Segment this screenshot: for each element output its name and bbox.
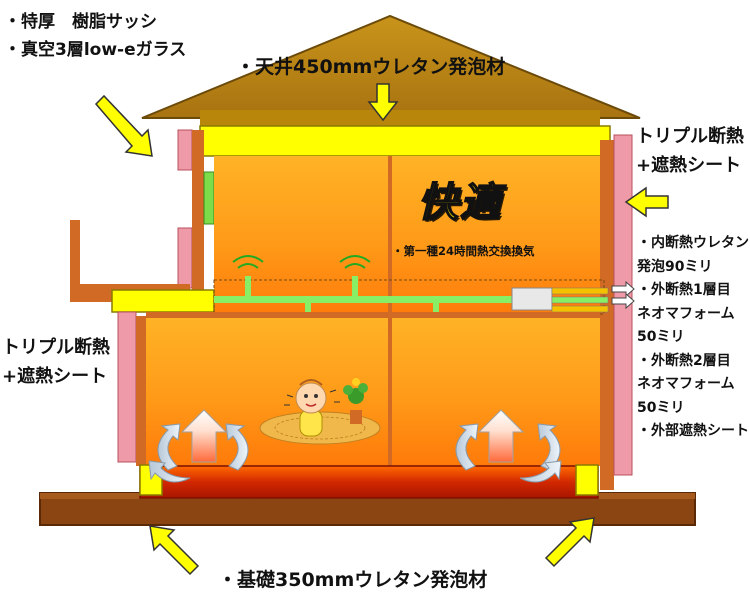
spec-line: ・外部遮熱シート	[637, 423, 749, 439]
wall-spec-list: ・内断熱ウレタン 発泡90ミリ ・外断熱1層目 ネオマフォーム 50ミリ ・外断…	[637, 232, 749, 444]
spec-line: 50ミリ	[637, 399, 685, 416]
right-wall	[600, 134, 633, 490]
balcony	[70, 220, 215, 313]
ventilation-label: ・第一種24時間熱交換換気	[392, 244, 535, 258]
triple-right-line1: トリプル断熱	[636, 126, 744, 147]
foundation-insulation-label: ・基礎350mmウレタン発泡材	[218, 569, 488, 591]
spec-line: ネオマフォーム	[637, 305, 735, 322]
window-spec-line2: ・真空3層low-eガラス	[4, 40, 187, 60]
warm-air-arrows	[148, 409, 562, 483]
triple-left-line1: トリプル断熱	[2, 337, 110, 358]
window-spec-line1: ・特厚 樹脂サッシ	[4, 12, 157, 32]
window-sash	[203, 171, 215, 225]
spec-line: ・外断熱1層目	[637, 282, 731, 298]
roof	[141, 14, 641, 126]
comfort-title: 快適	[417, 179, 502, 227]
ceiling-insulation-label: ・天井450mmウレタン発泡材	[236, 56, 506, 78]
heat-exchanger-unit	[511, 287, 553, 311]
spec-line: ・内断熱ウレタン	[637, 235, 749, 251]
foundation-left-arrow	[149, 525, 200, 576]
ceiling-arrow	[367, 83, 399, 122]
baby-illustration	[259, 378, 381, 445]
spec-line: 発泡90ミリ	[637, 258, 713, 275]
floor-heating	[139, 465, 599, 499]
callout-arrows	[94, 83, 669, 576]
spec-line: ネオマフォーム	[637, 376, 735, 392]
window-spec-label: ・特厚 樹脂サッシ ・真空3層low-eガラス	[4, 8, 186, 64]
foundation-right-arrow	[544, 517, 595, 568]
window-arrow	[94, 94, 153, 157]
triple-insulation-left-label: トリプル断熱 +遮熱シート	[2, 333, 110, 391]
lower-floor-interior	[146, 316, 600, 466]
lower-left-wall	[117, 311, 146, 466]
upper-left-wall	[177, 129, 215, 290]
spec-line: ・外断熱2層目	[637, 352, 731, 369]
triple-insulation-right-label: トリプル断熱 +遮熱シート	[636, 122, 744, 180]
ventilation-duct	[213, 255, 609, 335]
spec-line: 50ミリ	[637, 329, 685, 345]
triple-left-line2: +遮熱シート	[2, 366, 108, 387]
triple-right-line2: +遮熱シート	[636, 155, 742, 176]
right-wall-arrow	[624, 186, 669, 218]
ceiling-insulation	[199, 125, 611, 157]
